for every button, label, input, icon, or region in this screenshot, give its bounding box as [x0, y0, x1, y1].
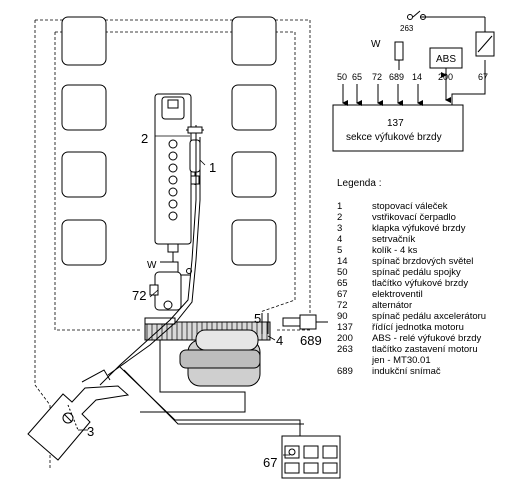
flywheel	[140, 317, 271, 413]
legend-num: 263	[337, 344, 353, 355]
legend-heading: Legenda :	[337, 178, 382, 189]
legend-num: 5	[337, 245, 342, 256]
legend-num: 72	[337, 300, 348, 311]
cylinder-blocks	[61, 16, 277, 266]
legend-text: elektroventil	[372, 289, 423, 300]
callout-689: 689	[300, 333, 322, 348]
callout-5: 5	[254, 311, 261, 326]
legend-text: tlačítko výfukové brzdy	[372, 278, 468, 289]
ecu-input-689: 689	[389, 72, 404, 82]
ecu-input-72: 72	[372, 72, 382, 82]
relay-263-label: 263	[400, 24, 414, 33]
legend-num: 67	[337, 289, 348, 300]
legend-text: stopovací váleček	[372, 201, 448, 212]
ecu-input-14: 14	[412, 72, 422, 82]
callout-3: 3	[87, 424, 94, 439]
legend-num: 689	[337, 366, 353, 377]
legend-num: 90	[337, 311, 348, 322]
legend-text: spínač pedálu spojky	[372, 267, 461, 278]
callout-w-pump: W	[147, 260, 157, 271]
legend-text: kolík - 4 ks	[372, 245, 418, 256]
ecu-unit	[332, 47, 486, 152]
ecu-input-65: 65	[352, 72, 362, 82]
ecu-title: sekce výfukové brzdy	[346, 132, 442, 143]
legend-text: vstřikovací čerpadlo	[372, 212, 456, 223]
legend-num: 14	[337, 256, 348, 267]
ecu-input-50: 50	[337, 72, 347, 82]
legend-text: alternátor	[372, 300, 412, 311]
callout-4: 4	[276, 333, 283, 348]
legend-text: tlačítko zastavení motoru	[372, 344, 478, 355]
callout-72: 72	[132, 288, 146, 303]
ecu-input-200: 200	[438, 72, 453, 82]
legend-text: řídící jednotka motoru	[372, 322, 464, 333]
inductive-sensor	[282, 314, 328, 330]
callout-67: 67	[263, 455, 277, 470]
legend-text: jen - MT30.01	[371, 355, 431, 366]
stop-button-relay	[407, 10, 495, 57]
legend-text: spínač pedálu axcelerátoru	[372, 311, 486, 322]
abs-label: ABS	[436, 54, 456, 65]
control-lines	[99, 137, 304, 436]
legend-text: spínač brzdových světel	[372, 256, 473, 267]
ecu-input-labels: 50 65 72 689 14 200 67	[337, 72, 488, 82]
stop-cylinder	[189, 139, 201, 185]
ecu-number: 137	[387, 118, 404, 129]
callout-1: 1	[209, 160, 216, 175]
ecu-w-label: W	[371, 39, 381, 50]
exhaust-brake-flap	[27, 369, 130, 461]
exhaust-brake-button	[394, 41, 404, 70]
legend-text: ABS - relé výfukové brzdy	[372, 333, 482, 344]
legend-num: 4	[337, 234, 342, 245]
legend-num: 2	[337, 212, 342, 223]
legend-num: 200	[337, 333, 353, 344]
legend-num: 65	[337, 278, 348, 289]
legend-num: 137	[337, 322, 353, 333]
legend-text: setrvačník	[372, 234, 416, 245]
legend-text: klapka výfukové brzdy	[372, 223, 466, 234]
ecu-input-67: 67	[478, 72, 488, 82]
callout-leaders	[78, 135, 290, 456]
pin	[261, 313, 269, 334]
legend-num: 3	[337, 223, 342, 234]
solenoid-valve	[281, 435, 341, 479]
legend-num: 1	[337, 201, 342, 212]
legend-num: 50	[337, 267, 348, 278]
callout-2: 2	[141, 131, 148, 146]
legend: 1 stopovací váleček 2 vstřikovací čerpad…	[337, 201, 486, 377]
legend-text: indukční snímač	[372, 366, 441, 377]
